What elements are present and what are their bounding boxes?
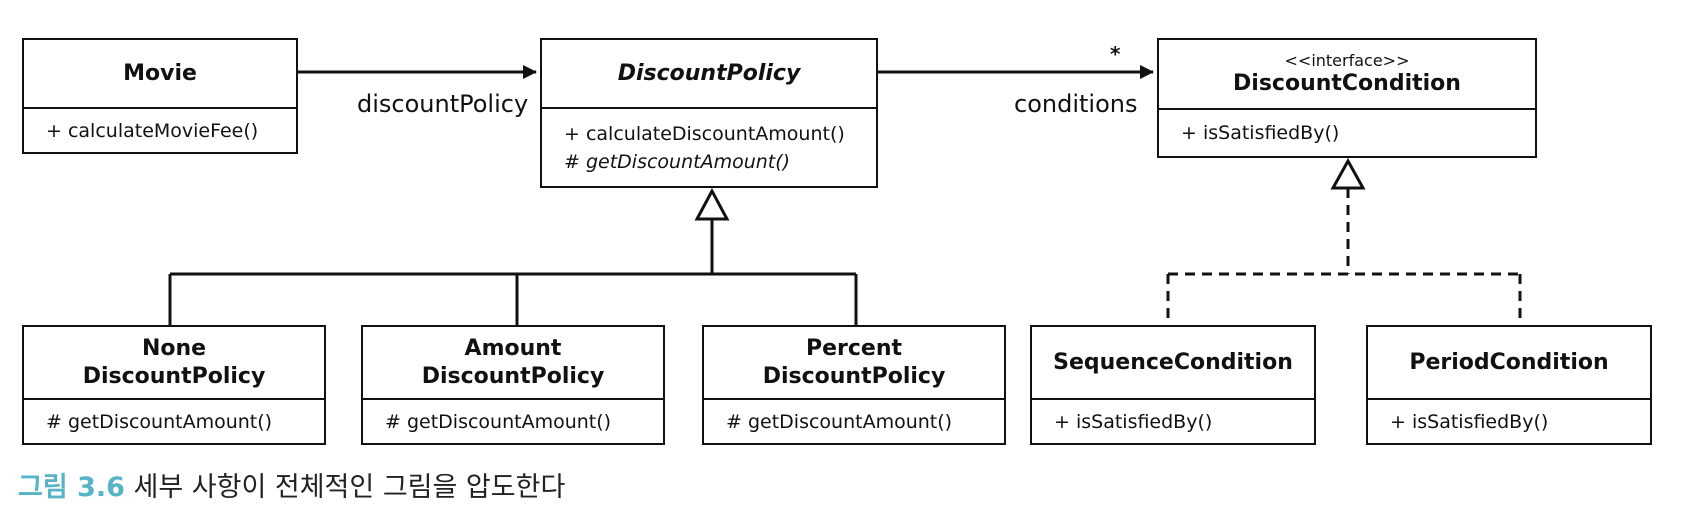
figure-caption: 그림 3.6 세부 사항이 전체적인 그림을 압도한다 <box>18 474 565 501</box>
class-name: SequenceCondition <box>1032 327 1314 400</box>
class-name-line1: None <box>141 336 207 361</box>
class-name: DiscountPolicy <box>542 40 876 109</box>
operation: # getDiscountAmount() <box>385 410 612 433</box>
class-name-line2: DiscountPolicy <box>421 363 605 389</box>
operation: + isSatisfiedBy() <box>1054 410 1213 433</box>
class-name-line2: DiscountPolicy <box>82 363 266 389</box>
interface-discount-condition: <<interface>> DiscountCondition + isSati… <box>1157 38 1537 158</box>
class-name-line1: Percent <box>805 336 903 361</box>
class-period-condition: PeriodCondition + isSatisfiedBy() <box>1366 325 1652 445</box>
operation: # getDiscountAmount() <box>46 410 273 433</box>
generalization-discountpolicy <box>168 187 858 325</box>
operation: + isSatisfiedBy() <box>1390 410 1549 433</box>
realization-discountcondition <box>1166 157 1522 325</box>
figure-number: 그림 3.6 <box>18 472 125 503</box>
operation: + calculateMovieFee() <box>46 119 259 142</box>
operation: + isSatisfiedBy() <box>1181 122 1340 144</box>
class-name: PeriodCondition <box>1368 327 1650 400</box>
class-sequence-condition: SequenceCondition + isSatisfiedBy() <box>1030 325 1316 445</box>
class-name: DiscountCondition <box>1233 70 1461 96</box>
association-label-discount-policy: discountPolicy <box>357 90 529 118</box>
class-amount-discount-policy: Amount DiscountPolicy # getDiscountAmoun… <box>361 325 665 445</box>
class-name-line1: Amount <box>464 336 562 361</box>
association-label-conditions: conditions <box>1014 90 1138 118</box>
class-name: Movie <box>24 40 296 109</box>
class-percent-discount-policy: Percent DiscountPolicy # getDiscountAmou… <box>702 325 1006 445</box>
class-name-line2: DiscountPolicy <box>762 363 946 389</box>
class-discount-policy: DiscountPolicy + calculateDiscountAmount… <box>540 38 878 188</box>
class-none-discount-policy: None DiscountPolicy # getDiscountAmount(… <box>22 325 326 445</box>
stereotype: <<interface>> <box>1284 50 1410 70</box>
figure-caption-text: 세부 사항이 전체적인 그림을 압도한다 <box>133 472 566 503</box>
operation: + calculateDiscountAmount() <box>564 122 845 145</box>
multiplicity-conditions: * <box>1110 42 1121 66</box>
class-movie: Movie + calculateMovieFee() <box>22 38 298 154</box>
operation: # getDiscountAmount() <box>726 410 953 433</box>
operation-abstract: # getDiscountAmount() <box>564 150 791 173</box>
